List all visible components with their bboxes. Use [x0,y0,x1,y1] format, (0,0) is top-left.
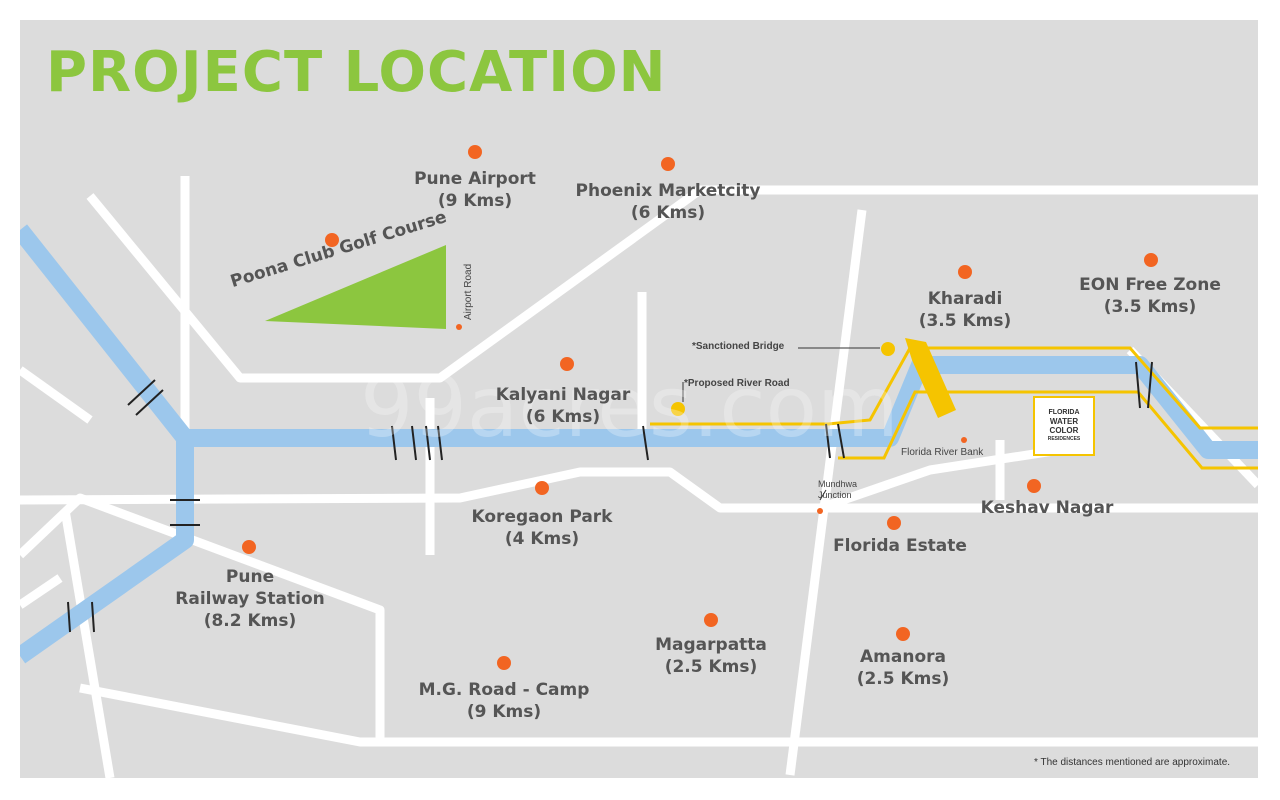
pune-airport-label: Pune Airport (9 Kms) [414,168,536,212]
koregaon-name: Koregaon Park [471,507,613,527]
marker-golf-course [325,233,339,247]
proposed-river-road-label: *Proposed River Road [684,378,790,389]
mundhwa-line1: Mundhwa [818,479,858,489]
marker-phoenix [661,157,675,171]
marker-railway [242,540,256,554]
footnote: * The distances mentioned are approximat… [1034,757,1231,768]
map-panel: PROJECT LOCATION 99acres.com Poona Club … [20,20,1258,778]
florida-estate-label: Florida Estate [833,535,967,557]
kalyani-distance: (6 Kms) [525,407,601,427]
kharadi-distance: (3.5 Kms) [918,311,1012,331]
road-mundhwa-kharadi [818,445,1061,513]
location-markers [242,145,1158,670]
amanora-distance: (2.5 Kms) [856,669,950,689]
road-west-vertical [60,509,115,778]
marker-kalyani [560,357,574,371]
page-title: PROJECT LOCATION [46,40,667,105]
marker-eon [1144,253,1158,267]
phoenix-label: Phoenix Marketcity (6 Kms) [576,180,761,224]
marker-mg-road [497,656,511,670]
mg-road-label: M.G. Road - Camp (9 Kms) [419,679,590,723]
florida-estate-name: Florida Estate [833,536,967,556]
mundhwa-line2: Junction [818,490,852,500]
marker-magarpatta [704,613,718,627]
logo-line4: RESIDENCES [1047,436,1081,442]
phoenix-distance: (6 Kms) [630,203,706,223]
mg-road-name: M.G. Road - Camp [418,680,590,700]
road-diagonal-south [785,209,867,776]
logo-line1: FLORIDA [1048,409,1080,416]
logo-line3: COLOR [1049,426,1079,435]
railway-line1: Pune [225,567,275,587]
magarpatta-label: Magarpatta (2.5 Kms) [655,634,767,678]
road-left-diagonal [20,366,93,424]
kharadi-name: Kharadi [927,289,1003,309]
keshav-name: Keshav Nagar [980,498,1114,518]
marker-pune-airport [468,145,482,159]
keshav-label: Keshav Nagar [981,497,1114,519]
road-network [20,176,1258,778]
marker-kharadi [958,265,972,279]
kalyani-name: Kalyani Nagar [495,385,631,405]
road-camp-loop [79,683,1258,747]
river [20,224,1258,664]
mundhwa-leader [819,489,827,501]
marker-proposed-river-road [671,402,685,416]
eon-distance: (3.5 Kms) [1103,297,1197,317]
marker-sanctioned-bridge [881,342,895,356]
road-lower-left [20,574,63,609]
eon-name: EON Free Zone [1079,275,1221,295]
bridges [67,361,1153,633]
kalyani-label: Kalyani Nagar (6 Kms) [496,384,631,428]
railway-distance: (8.2 Kms) [203,611,297,631]
airport-road-label: Airport Road [463,263,474,320]
yellow-markers [671,342,895,416]
pune-airport-distance: (9 Kms) [437,191,513,211]
project-logo: FLORIDA WATER COLOR RESIDENCES [1033,396,1095,456]
road-south-west [20,493,385,740]
phoenix-name: Phoenix Marketcity [575,181,761,201]
marker-airport-road [456,324,462,330]
map-canvas [20,145,1258,778]
road-airport-diagonal [86,185,1258,383]
marker-florida-river-bank [961,437,967,443]
pune-airport-name: Pune Airport [414,169,536,189]
koregaon-distance: (4 Kms) [504,529,580,549]
sanctioned-bridge-shape [905,338,956,418]
mundhwa-junction-label: Mundhwa Junction [818,479,857,501]
amanora-name: Amanora [860,647,946,667]
magarpatta-distance: (2.5 Kms) [664,657,758,677]
mg-road-distance: (9 Kms) [466,702,542,722]
road-main-east [20,467,1258,513]
magarpatta-name: Magarpatta [655,635,767,655]
marker-keshav [1027,479,1041,493]
logo-line2: WATER [1049,417,1079,426]
koregaon-label: Koregaon Park (4 Kms) [472,506,613,550]
florida-river-bank-label: Florida River Bank [901,447,984,458]
marker-amanora [896,627,910,641]
sanctioned-bridge-label: *Sanctioned Bridge [692,341,785,352]
amanora-label: Amanora (2.5 Kms) [857,646,950,690]
marker-mundhwa [817,508,823,514]
golf-course-shape [265,245,446,329]
railway-label: Pune Railway Station (8.2 Kms) [175,566,324,632]
eon-label: EON Free Zone (3.5 Kms) [1079,274,1221,318]
kharadi-label: Kharadi (3.5 Kms) [919,288,1012,332]
marker-koregaon [535,481,549,495]
marker-florida-estate [887,516,901,530]
railway-line2: Railway Station [175,589,325,609]
